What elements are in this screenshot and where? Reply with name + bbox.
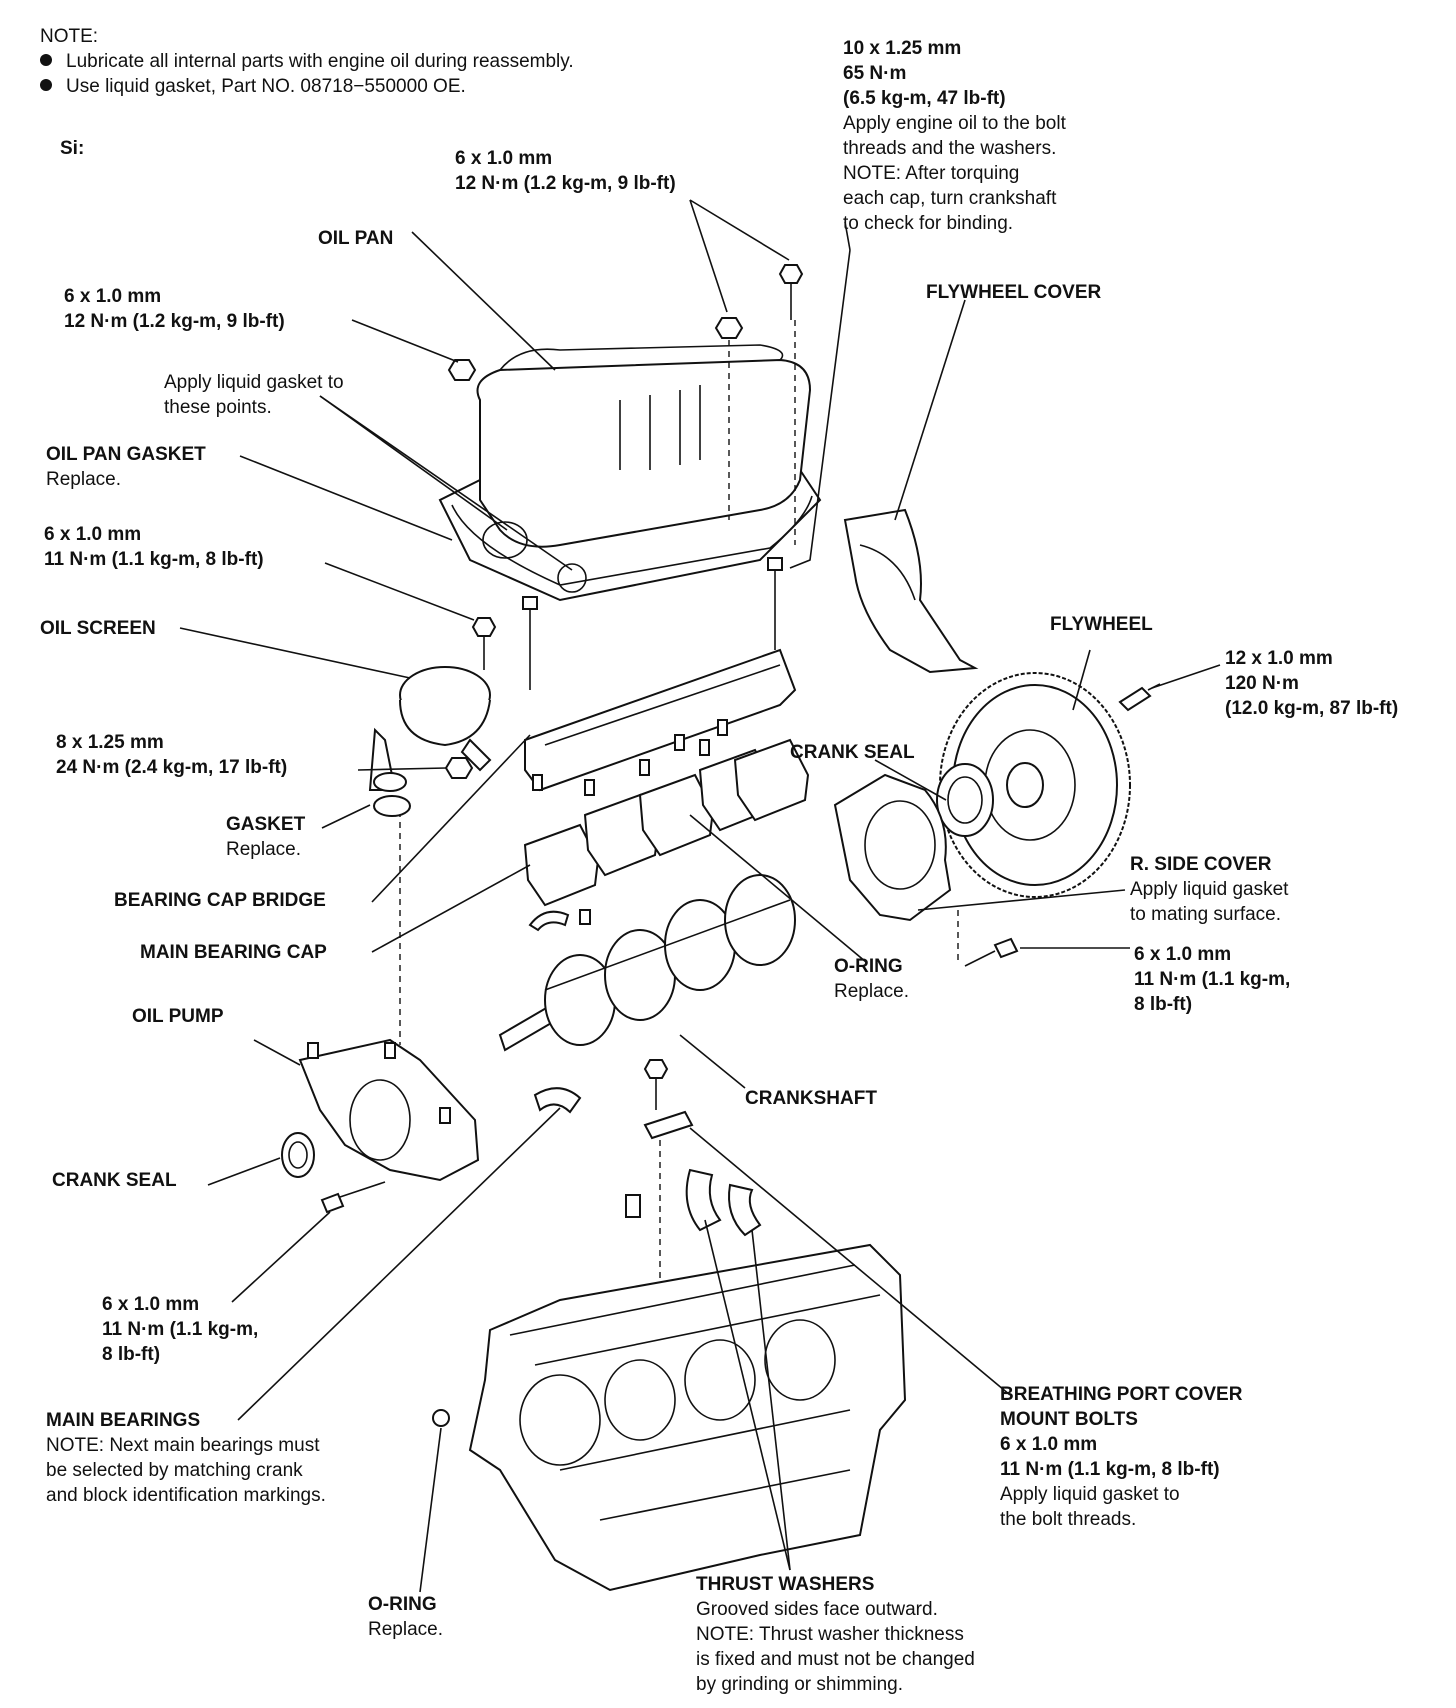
label-flywheel: FLYWHEEL bbox=[1050, 614, 1153, 635]
label-oil-pan-bolt-left: 6 x 1.0 mm 12 N·m (1.2 kg-m, 9 lb-ft) bbox=[64, 286, 285, 332]
label-flywheel-cover: FLYWHEEL COVER bbox=[926, 282, 1102, 303]
label-flywheel-bolt: 12 x 1.0 mm 120 N·m (12.0 kg-m, 87 lb-ft… bbox=[1225, 648, 1399, 719]
note-bullet-1: Lubricate all internal parts with engine… bbox=[40, 49, 574, 74]
label-crankshaft: CRANKSHAFT bbox=[745, 1088, 877, 1109]
breathing-port-bolt bbox=[643, 1059, 694, 1290]
label-crank-seal-left: CRANK SEAL bbox=[52, 1170, 177, 1191]
label-apply-gasket-points: Apply liquid gasket to these points. bbox=[164, 372, 344, 418]
note-bullet-2: Use liquid gasket, Part NO. 08718−550000… bbox=[40, 74, 574, 99]
side-cover-bolt bbox=[964, 937, 1019, 967]
label-oil-pump: OIL PUMP bbox=[132, 1006, 224, 1027]
notes-heading: NOTE: bbox=[40, 26, 99, 47]
label-thrust-washers: THRUST WASHERS Grooved sides face outwar… bbox=[696, 1574, 975, 1695]
crankshaft bbox=[498, 874, 796, 1052]
label-gasket: GASKET Replace. bbox=[226, 814, 306, 860]
bullet-icon bbox=[40, 79, 52, 91]
thrust-washers bbox=[685, 1168, 762, 1237]
model-label: Si: bbox=[60, 138, 85, 159]
flywheel-cover bbox=[843, 508, 979, 674]
label-bearing-cap-bridge: BEARING CAP BRIDGE bbox=[114, 890, 326, 911]
leader-lines bbox=[179, 199, 1221, 1593]
bullet-icon bbox=[40, 54, 52, 66]
notes-block: NOTE: Lubricate all internal parts with … bbox=[40, 24, 574, 99]
bearing-cap-bridge bbox=[524, 648, 797, 792]
label-main-cap-bolt: 10 x 1.25 mm 65 N·m (6.5 kg-m, 47 lb-ft)… bbox=[843, 38, 1066, 234]
oil-screen-nut bbox=[444, 757, 474, 779]
r-side-cover bbox=[833, 773, 959, 965]
label-oil-screen: OIL SCREEN bbox=[40, 618, 156, 639]
label-oil-pan-gasket: OIL PAN GASKET Replace. bbox=[46, 444, 206, 490]
label-r-side-cover: R. SIDE COVER Apply liquid gasket to mat… bbox=[1130, 854, 1289, 925]
screen-gaskets bbox=[373, 772, 411, 817]
o-ring-lower-part bbox=[432, 1409, 450, 1427]
dowel-pins bbox=[532, 719, 728, 796]
main-bearing-caps bbox=[523, 738, 810, 907]
flywheel bbox=[939, 672, 1131, 898]
label-main-bearings: MAIN BEARINGS NOTE: Next main bearings m… bbox=[46, 1410, 326, 1506]
oil-pump bbox=[298, 1038, 480, 1182]
block-dowel bbox=[625, 1194, 641, 1218]
main-bearing-shell bbox=[533, 1087, 582, 1114]
oil-screen bbox=[368, 666, 492, 1045]
label-side-cover-bolt: 6 x 1.0 mm 11 N·m (1.1 kg-m, 8 lb-ft) bbox=[1134, 944, 1291, 1015]
label-o-ring-lower: O-RING Replace. bbox=[368, 1594, 443, 1640]
label-breathing-port: BREATHING PORT COVER MOUNT BOLTS 6 x 1.0… bbox=[1000, 1384, 1243, 1530]
crank-seal-left bbox=[281, 1132, 315, 1178]
oil-pump-bolt bbox=[320, 1181, 386, 1214]
label-main-bearing-cap: MAIN BEARING CAP bbox=[140, 942, 327, 963]
crank-seal-right bbox=[936, 763, 994, 837]
label-crank-seal-right: CRANK SEAL bbox=[790, 742, 915, 763]
label-o-ring-upper: O-RING Replace. bbox=[834, 956, 909, 1002]
label-oil-screen-nut: 8 x 1.25 mm 24 N·m (2.4 kg-m, 17 lb-ft) bbox=[56, 732, 288, 778]
label-oil-pan: OIL PAN bbox=[318, 228, 394, 249]
oil-pan-nuts bbox=[447, 264, 804, 545]
oil-screen-bolt bbox=[471, 617, 497, 670]
label-oil-screen-bolt: 6 x 1.0 mm 11 N·m (1.1 kg-m, 8 lb-ft) bbox=[44, 524, 264, 570]
oil-pan-gasket bbox=[482, 521, 587, 593]
oil-pan bbox=[438, 344, 822, 602]
upper-bearing-shells bbox=[528, 909, 591, 932]
label-oil-pan-nut: 6 x 1.0 mm 12 N·m (1.2 kg-m, 9 lb-ft) bbox=[455, 148, 676, 194]
main-cap-bolts bbox=[522, 557, 783, 690]
label-oil-pump-bolt: 6 x 1.0 mm 11 N·m (1.1 kg-m, 8 lb-ft) bbox=[102, 1294, 259, 1365]
engine-block bbox=[468, 1243, 907, 1592]
